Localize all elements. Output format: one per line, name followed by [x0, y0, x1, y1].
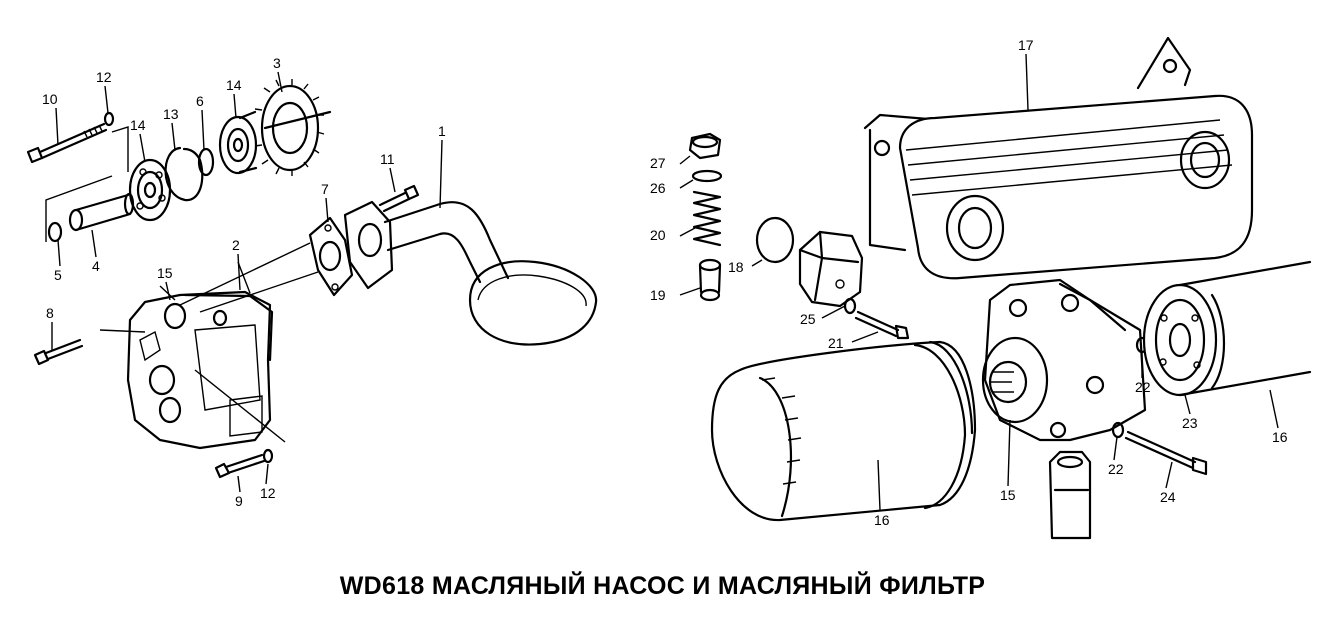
callout-14: 14: [130, 117, 146, 133]
callout-3: 3: [273, 55, 281, 71]
callout-16: 16: [874, 512, 890, 528]
plug-part-27: [688, 132, 722, 160]
callout-11: 11: [380, 151, 395, 167]
ring-part-12: [103, 111, 115, 127]
bolt-part-24: [1124, 430, 1208, 476]
pump-body-part-2-15: [99, 261, 286, 450]
callout-22: 22: [1108, 461, 1124, 477]
callout-labels: 10 12 14 13 6 14 3 1 11 7 2 5 4 15 8 9 1…: [42, 37, 1288, 528]
filter-head-part-15: [981, 278, 1147, 442]
sensor-part: [1048, 450, 1092, 540]
callout-9: 9: [235, 493, 243, 509]
callout-13: 13: [163, 106, 179, 122]
valve-block: [798, 230, 864, 308]
washer-part-22-bottom: [1111, 421, 1125, 439]
bolt-part-11: [378, 184, 420, 213]
callout-7: 7: [321, 181, 329, 197]
ring-part-5: [47, 221, 63, 243]
callout-15: 15: [1000, 487, 1016, 503]
callout-25: 25: [800, 311, 816, 327]
washer-part-12: [262, 448, 274, 464]
callout-15: 15: [157, 265, 173, 281]
oil-cooler-part-17: [863, 36, 1254, 280]
callout-leaders: [51, 53, 1279, 511]
bearing-part-14-left: [128, 158, 172, 222]
bolt-part-21: [854, 310, 910, 340]
callout-4: 4: [92, 258, 100, 274]
gasket-part-7: [308, 216, 354, 297]
oil-filter-part-16-right: [1142, 260, 1312, 397]
diagram-title: WD618 МАСЛЯНЫЙ НАСОС И МАСЛЯНЫЙ ФИЛЬТР: [339, 572, 986, 600]
callout-12: 12: [96, 69, 112, 85]
callout-16: 16: [1272, 429, 1288, 445]
callout-26: 26: [650, 180, 666, 196]
gear-part-3: [254, 79, 332, 176]
bearing-part-14-right: [218, 110, 258, 175]
bolt-part-10: [26, 122, 108, 164]
ring-part-26: [691, 169, 723, 183]
leader-line: [179, 242, 311, 306]
callout-12: 12: [260, 485, 276, 501]
callout-8: 8: [46, 305, 54, 321]
oil-filter-part-16-left: [710, 340, 977, 522]
o-ring-part-18: [755, 216, 795, 264]
callout-10: 10: [42, 91, 58, 107]
suction-pipe-part-1: [343, 200, 598, 346]
callout-27: 27: [650, 155, 666, 171]
callout-2: 2: [232, 237, 240, 253]
callout-1: 1: [438, 123, 446, 139]
callout-18: 18: [728, 259, 744, 275]
callout-24: 24: [1160, 489, 1176, 505]
washer-part-6: [197, 147, 215, 177]
bolt-part-8: [33, 338, 84, 366]
callout-5: 5: [54, 267, 62, 283]
shaft-part-4: [68, 192, 135, 232]
callout-21: 21: [828, 335, 844, 351]
callout-20: 20: [650, 227, 666, 243]
callout-23: 23: [1182, 415, 1198, 431]
leader-line: [199, 271, 319, 313]
spring-part-20: [692, 190, 722, 247]
circlip-part-13: [164, 146, 204, 202]
bolt-part-9: [214, 453, 266, 479]
callout-6: 6: [196, 93, 204, 109]
valve-part-19: [698, 258, 722, 302]
callout-17: 17: [1018, 37, 1034, 53]
washer-part-25: [843, 297, 857, 315]
callout-19: 19: [650, 287, 666, 303]
callout-14: 14: [226, 77, 242, 93]
assembly-line: [45, 126, 129, 242]
callout-22: 22: [1135, 379, 1151, 395]
